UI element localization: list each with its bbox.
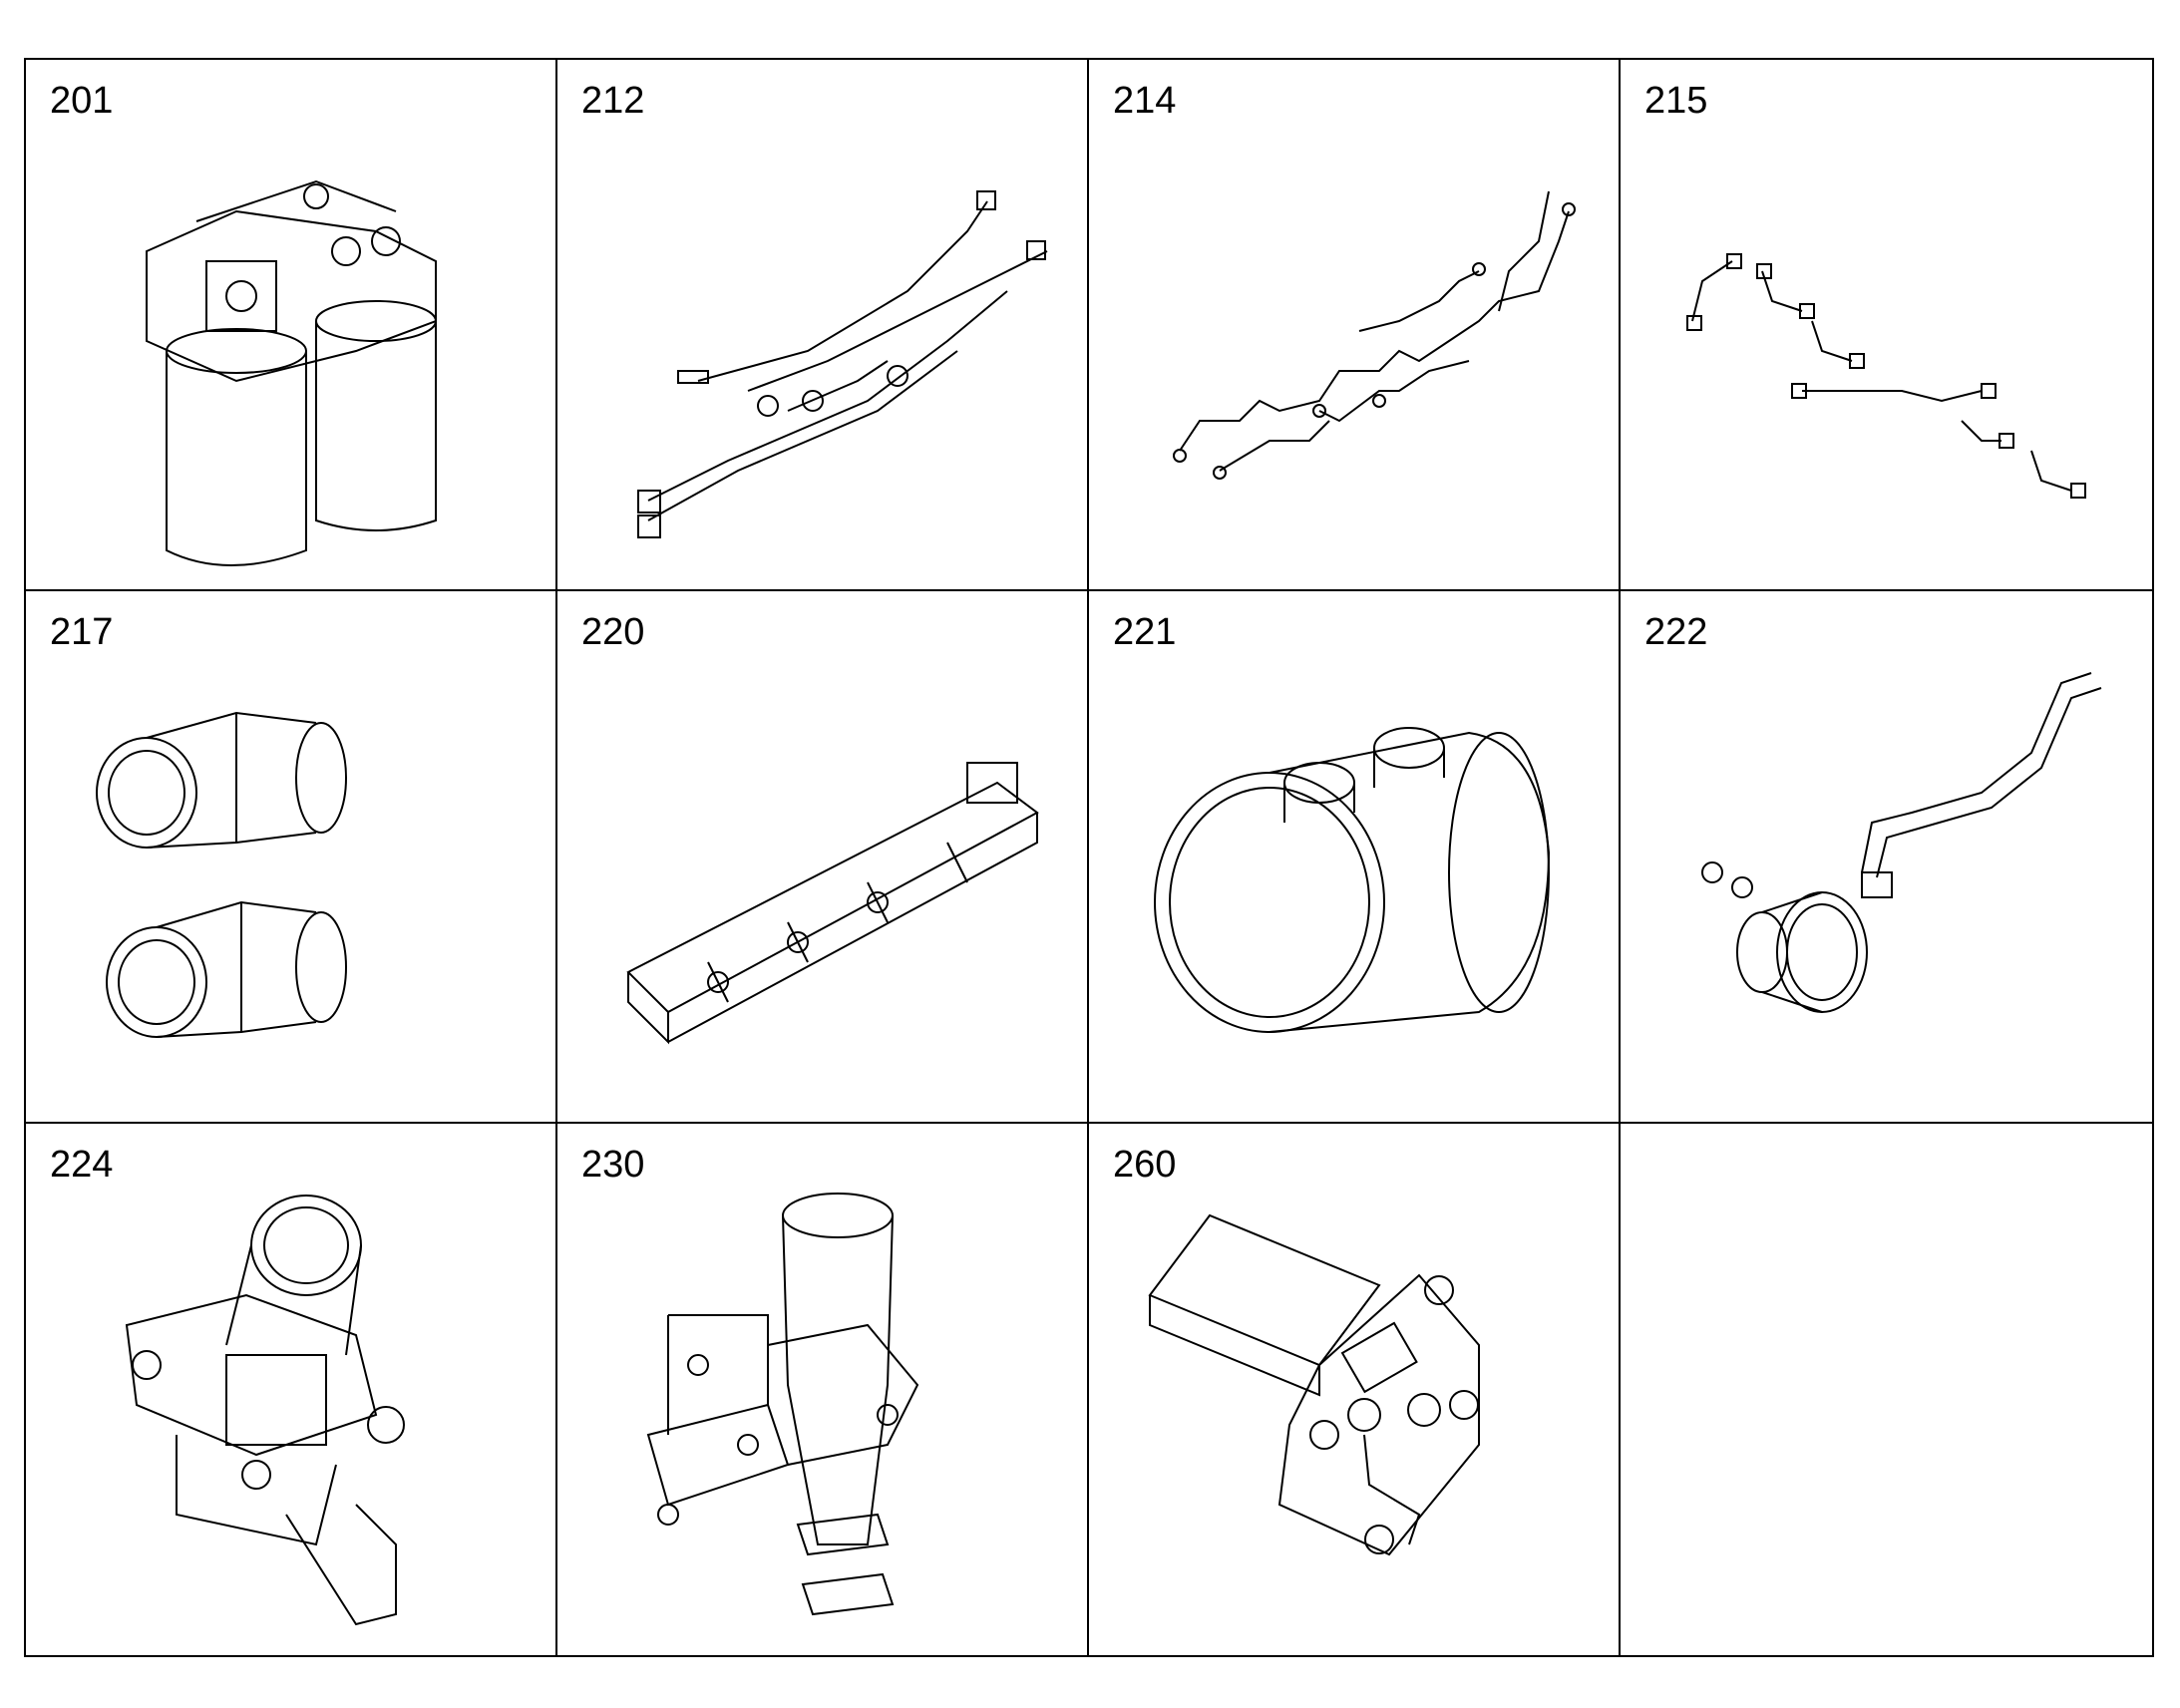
hose-connector-icon xyxy=(1652,653,2121,1102)
part-number: 260 xyxy=(1113,1143,1177,1186)
part-number: 217 xyxy=(50,611,114,654)
fuel-injection-pipes-icon xyxy=(1652,122,2121,570)
part-number: 201 xyxy=(50,80,114,122)
fuel-injection-lines-icon xyxy=(1120,122,1589,570)
part-number: 214 xyxy=(1113,80,1177,122)
fuel-filter-assembly-icon xyxy=(57,122,526,570)
pipe-connector-icon xyxy=(1120,653,1589,1102)
part-cell-221[interactable]: 221 xyxy=(1089,591,1621,1124)
empty-cell xyxy=(1621,1124,2152,1655)
part-cell-215[interactable]: 215 xyxy=(1621,60,2152,592)
pipe-coupling-icon xyxy=(57,653,526,1102)
part-cell-212[interactable]: 212 xyxy=(557,60,1089,592)
part-cell-217[interactable]: 217 xyxy=(26,591,557,1124)
part-cell-220[interactable]: 220 xyxy=(557,591,1089,1124)
part-number: 212 xyxy=(581,80,645,122)
part-cell-222[interactable]: 222 xyxy=(1621,591,2152,1124)
part-cell-224[interactable]: 224 xyxy=(26,1123,557,1655)
wiring-harness-icon xyxy=(588,122,1057,570)
part-number: 220 xyxy=(581,611,645,654)
part-cell-201[interactable]: 201 xyxy=(26,60,557,592)
part-number: 221 xyxy=(1113,611,1177,654)
intake-manifold-icon xyxy=(588,653,1057,1102)
part-number: 230 xyxy=(581,1143,645,1186)
part-number: 222 xyxy=(1644,611,1708,654)
part-number: 224 xyxy=(50,1143,114,1186)
part-cell-214[interactable]: 214 xyxy=(1089,60,1621,592)
part-cell-260[interactable]: 260 xyxy=(1089,1123,1621,1655)
egr-valve-icon xyxy=(57,1186,526,1634)
mounting-plate-icon xyxy=(1120,1186,1589,1634)
part-cell-230[interactable]: 230 xyxy=(557,1123,1089,1655)
part-number: 215 xyxy=(1644,80,1708,122)
parts-grid: 201 212 xyxy=(24,58,2154,1657)
exhaust-pipe-bracket-icon xyxy=(588,1186,1057,1634)
